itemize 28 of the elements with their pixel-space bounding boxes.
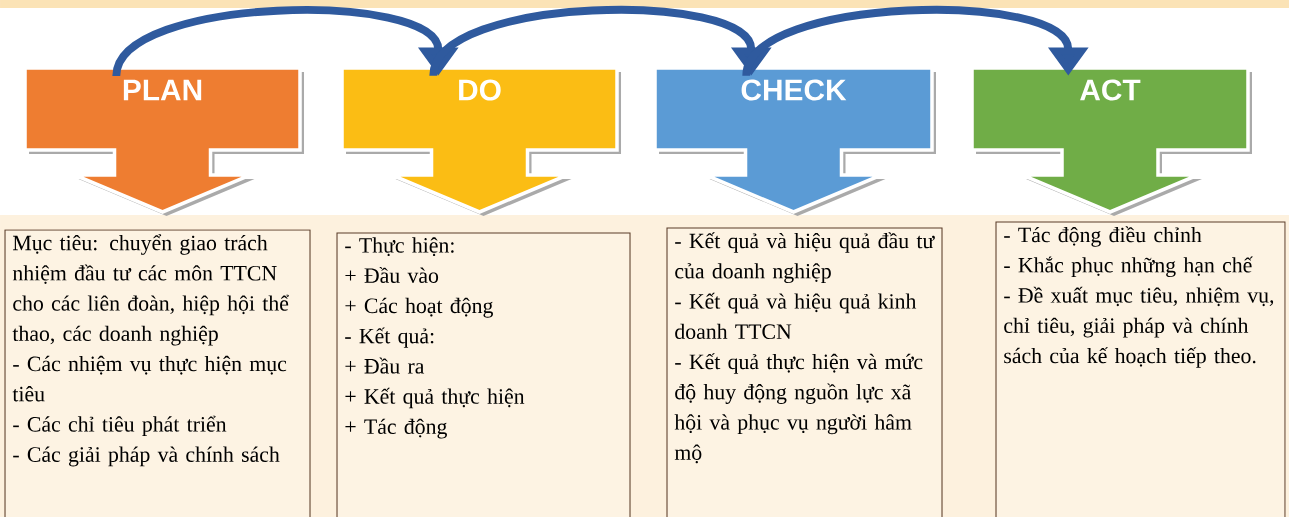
text-box	[4, 229, 311, 517]
list-item: + Các hoạt động	[345, 297, 493, 318]
list-item: - Kết quả thực hiện và mức độ huy động nguồn lực xã hội và phục vụ người hâm mộ	[674, 353, 923, 464]
curved-arrow	[742, 6, 1089, 77]
list-item: - Tác động điều chỉnh	[1004, 226, 1202, 247]
arrow-banner: ACT	[970, 66, 1252, 216]
list-item: - Đề xuất mục tiêu, nhiệm vụ, chỉ tiêu, giải pháp và chính sách của kế hoạch tiếp theo.	[1004, 286, 1274, 368]
curved-arrow	[429, 6, 772, 77]
list-item: - Khắc phục những hạn chế	[1004, 256, 1253, 278]
arrow-banner: DO	[340, 66, 621, 216]
arrow-banner: CHECK	[653, 66, 936, 216]
list-item: - Các chỉ tiêu phát triển	[13, 415, 227, 437]
list-item: - Kết quả và hiệu quả đầu tư của doanh nghiệp	[675, 232, 935, 284]
list-item: - Thực hiện:	[345, 237, 454, 257]
list-item: - Các nhiệm vụ thực hiện mục tiêu	[12, 355, 287, 402]
list-item: + Kết quả thực hiện	[345, 387, 525, 409]
list-item: + Tác động	[345, 418, 447, 439]
list-item: + Đầu ra	[345, 357, 425, 374]
list-item: + Đầu vào	[345, 266, 439, 283]
text-box	[666, 227, 943, 517]
arrow-banner: PLAN	[23, 66, 304, 216]
curved-arrow	[112, 6, 459, 78]
text-box	[336, 232, 631, 517]
list-item: - Kết quả và hiệu quả kinh doanh TTCN	[675, 292, 917, 339]
list-item: Mục tiêu: chuyển giao trách nhiệm đầu tư các môn TTCN cho các liên đoàn, hiệp hội thể thao, các doanh nghiệp	[12, 234, 289, 346]
text-box	[995, 221, 1286, 517]
list-item: - Kết quả:	[345, 327, 434, 348]
list-item: - Các giải pháp và chính sách	[13, 446, 280, 467]
